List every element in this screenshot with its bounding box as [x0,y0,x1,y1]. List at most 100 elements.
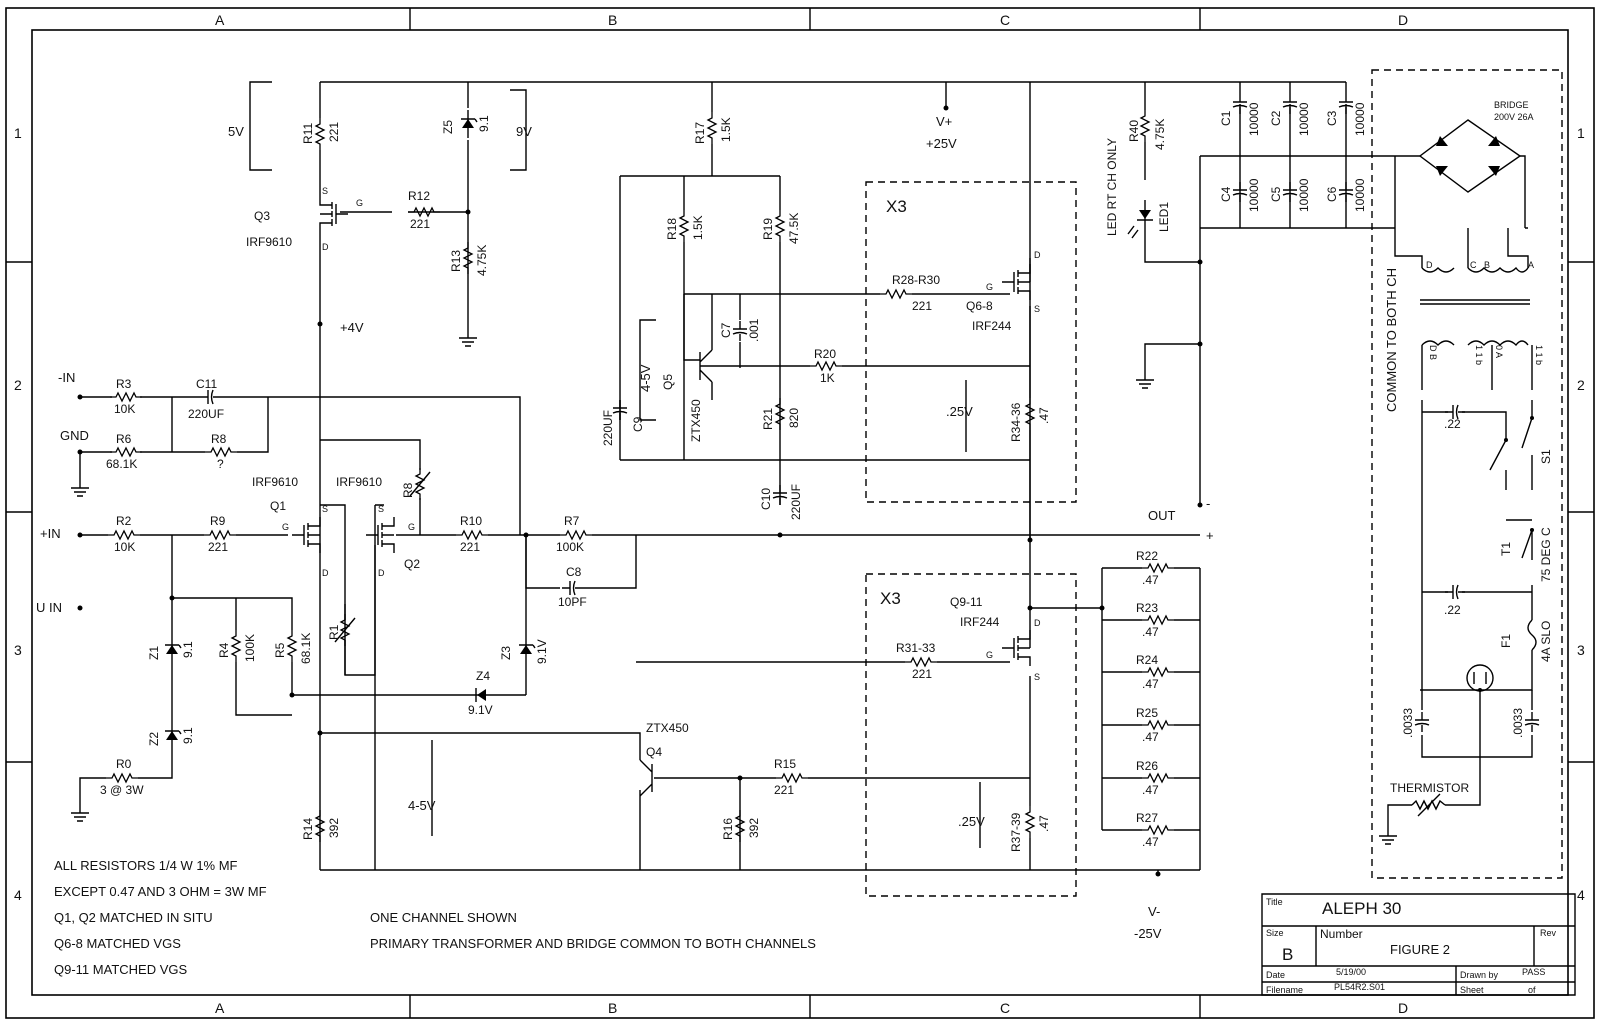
resistor-symbols [105,109,1446,843]
pin-q1-d: D [322,568,329,578]
label-r27-val: .47 [1142,835,1159,849]
label-out: OUT [1148,508,1176,523]
label-r15-ref: R15 [774,757,796,771]
x3-block-top [865,181,1077,503]
trimmer-arrow-r1 [334,617,356,643]
label-c6-ref: C6 [1325,186,1339,202]
label-q9-11-part: IRF244 [960,615,1000,629]
label-vminus-value: -25V [1134,926,1162,941]
resistor-r17 [707,111,717,145]
label-r21-val: 820 [787,408,801,428]
title-label: Title [1266,897,1283,907]
label-c10-val: 220UF [789,484,803,520]
trimmer-arrow-r8 [409,471,431,497]
note-line-1: ALL RESISTORS 1/4 W 1% MF [54,858,238,873]
label-c5-ref: C5 [1269,186,1283,202]
label-c2-val: 10000 [1297,102,1311,136]
transistor-labels: Q3 IRF9610 IRF9610 Q1 IRF9610 Q2 Q5 ZTX4… [246,186,1041,759]
power-inlet [1466,664,1494,692]
io-labels: -IN GND +IN U IN OUT + - [36,370,1214,615]
label-cap-0033-left: .0033 [1401,708,1415,738]
label-common-both-ch: COMMON TO BOTH CH [1384,268,1399,412]
zener-z4 [470,688,500,702]
label-xfmr-sec-1: D B [1428,345,1438,360]
resistor-r8-top [204,447,238,457]
label-xfmr-d: D [1426,260,1433,270]
resistor-r23 [1141,615,1175,625]
label-r0-ref: R0 [116,757,132,771]
date-value: 5/19/00 [1336,967,1366,977]
sheet-label: Sheet [1460,985,1484,995]
x3-bottom-label: X3 [880,589,901,608]
resistor-r22 [1141,563,1175,573]
zener-z5 [460,109,478,139]
thermistor-symbol [1411,793,1446,817]
junction-dots [169,209,1203,781]
terminals [77,82,1161,877]
label-s1: S1 [1539,449,1553,464]
label-9v: 9V [516,124,532,139]
label-r17-val: 1.5K [719,117,733,142]
label-q1-part: IRF9610 [252,475,298,489]
title-value: ALEPH 30 [1322,899,1401,918]
resistor-r7 [559,530,593,540]
label-q3-part: IRF9610 [246,235,292,249]
label-r40-ref: R40 [1127,120,1141,142]
label-r16-ref: R16 [721,818,735,840]
resistor-r0 [105,773,139,783]
resistor-r6 [109,447,143,457]
label-r20-ref: R20 [814,347,836,361]
label-r25-val: .47 [1142,730,1159,744]
label-r5-val: 68.1K [299,633,313,664]
pin-q9-11-s: S [1034,672,1040,682]
label-in-neg: -IN [58,370,75,385]
zone-col-d-top: D [1398,12,1408,28]
label-c4-val: 10000 [1247,178,1261,212]
mosfet-q2 [365,516,395,554]
bridge-rectifier [1418,119,1522,193]
ground-thermistor [1378,827,1398,845]
title-block: Title ALEPH 30 Size B Number FIGURE 2 Re… [1261,893,1576,996]
capacitor-labels: C7 .001 C9 220UF C10 220UF C11 220UF C8 … [188,102,1525,738]
transistor-symbols [291,195,1031,797]
label-r26-val: .47 [1142,783,1159,797]
ground-input [70,479,90,497]
resistor-r3 [109,392,143,402]
label-r6-ref: R6 [116,432,132,446]
label-q9-11-ref: Q9-11 [950,595,983,609]
label-xfmr-b: B [1484,260,1490,270]
capacitor-c7 [732,320,748,342]
mosfet-q1 [291,516,321,554]
label-r13-ref: R13 [449,250,463,272]
ground-r0 [70,804,90,822]
label-vminus: V- [1148,904,1160,919]
capacitor-022-bottom [1444,584,1466,600]
zone-labels: A B C D A B C D 1 2 3 4 1 2 3 4 [14,12,1585,1016]
outer-border [5,7,1595,1019]
label-r4-val: 100K [243,634,257,662]
label-xfmr-a: A [1528,260,1534,270]
label-r13-val: 4.75K [475,245,489,276]
zone-row-2-left: 2 [14,377,22,393]
drawn-label: Drawn by [1460,970,1499,980]
resistor-r25 [1141,720,1175,730]
label-r28-r30-val: 221 [912,299,932,313]
label-gnd: GND [60,428,89,443]
resistor-r15 [775,773,809,783]
label-c11-ref: C11 [196,377,217,391]
label-q4-ref: Q4 [646,745,662,759]
label-r25-ref: R25 [1136,706,1158,720]
label-q1-ref: Q1 [270,499,286,513]
pin-q1-g: G [282,522,289,532]
label-c10-ref: C10 [759,488,773,510]
zone-col-b-bottom: B [608,1000,617,1016]
fuse-f1 [1527,619,1537,651]
label-r15-val: 221 [774,783,794,797]
pin-q9-11-d: D [1034,618,1041,628]
pin-q6-8-d: D [1034,250,1041,260]
label-r14-ref: R14 [301,818,315,840]
label-c1-ref: C1 [1219,110,1233,126]
label-q2-part: IRF9610 [336,475,382,489]
label-5v: 5V [228,124,244,139]
note-line-4: Q6-8 MATCHED VGS [54,936,181,951]
